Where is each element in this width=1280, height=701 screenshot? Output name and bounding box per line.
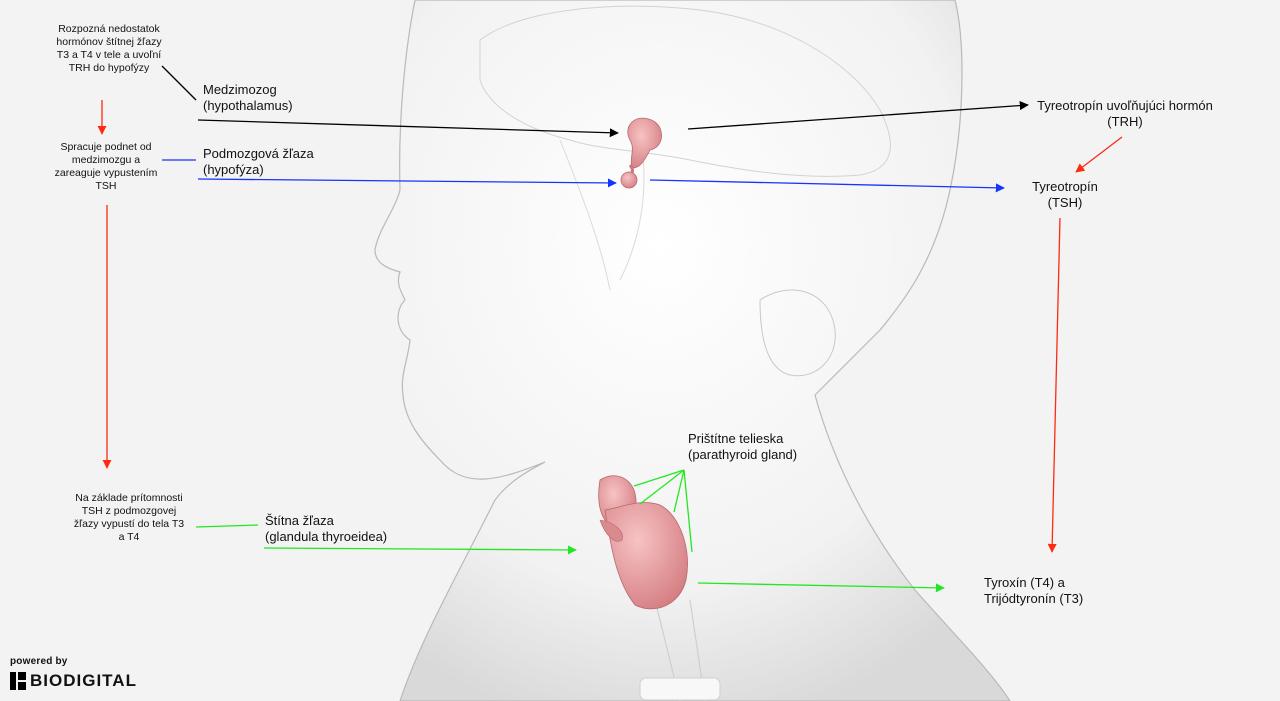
arrow-to-trh xyxy=(687,101,1029,130)
trh-abbr: (TRH) xyxy=(1107,114,1143,129)
parathyroid-pointer-2 xyxy=(639,469,685,505)
parathyroid-name: Prištítne telieska xyxy=(688,431,784,446)
arrow-to-t4t3 xyxy=(697,582,945,593)
line-note1 xyxy=(161,65,197,101)
biodigital-logo-icon xyxy=(10,672,26,690)
label-trh: Tyreotropín uvoľňujúci hormón (TRH) xyxy=(1030,98,1220,130)
hypothalamus-latin: (hypothalamus) xyxy=(203,98,293,113)
tsh-arrows xyxy=(162,159,1005,193)
parathyroid-pointer-3 xyxy=(673,469,685,513)
tsh-name: Tyreotropín xyxy=(1032,179,1098,194)
tsh-abbr: (TSH) xyxy=(1047,195,1083,210)
label-t4t3: Tyroxín (T4) a Trijódtyronín (T3) xyxy=(984,575,1083,607)
label-thyroid: Štítna žľaza (glandula thyroeidea) xyxy=(265,513,387,545)
note-step1: Rozpozná nedostatok hormónov štítnej žľa… xyxy=(56,23,162,74)
arrow-to-tsh xyxy=(649,179,1005,193)
hypothalamus-organ xyxy=(627,117,662,169)
parathyroid-pointer-4 xyxy=(683,469,693,553)
label-hypothalamus: Medzimozog (hypothalamus) xyxy=(203,82,293,114)
thyroid-name: Štítna žľaza xyxy=(265,513,334,528)
arrow-hypophysis xyxy=(197,178,617,188)
arrow-thyroid xyxy=(263,545,577,555)
hypothalamus-name: Medzimozog xyxy=(203,82,277,97)
hypophysis-latin: (hypofýza) xyxy=(203,162,264,177)
biodigital-logo-text: BIODIGITAL xyxy=(30,671,137,690)
label-tsh: Tyreotropín (TSH) xyxy=(1010,179,1120,211)
flow-arrows xyxy=(97,100,1123,553)
arrow-trh-to-tsh xyxy=(1075,136,1123,173)
label-parathyroid: Prištítne telieska (parathyroid gland) xyxy=(688,431,797,463)
biodigital-branding[interactable]: powered by BIODIGITAL xyxy=(10,656,137,691)
thyroid-arrows xyxy=(195,469,945,593)
note-step3: Na základe prítomnosti TSH z podmozgovej… xyxy=(73,492,185,543)
note-step2: Spracuje podnet od medzimozgu a zareaguj… xyxy=(54,141,158,192)
label-hypophysis: Podmozgová žľaza (hypofýza) xyxy=(203,146,314,178)
arrow-tsh-to-t4t3 xyxy=(1047,217,1061,553)
head-silhouette xyxy=(374,0,1011,701)
t4t3-line1: Tyroxín (T4) a xyxy=(984,575,1065,590)
hypophysis-name: Podmozgová žľaza xyxy=(203,146,314,161)
line-note3 xyxy=(195,524,259,528)
trh-name: Tyreotropín uvoľňujúci hormón xyxy=(1037,98,1213,113)
pituitary-organ xyxy=(620,164,638,189)
arrow-hypothalamus xyxy=(197,119,619,138)
parathyroid-latin: (parathyroid gland) xyxy=(688,447,798,462)
thyroid-latin: (glandula thyroeidea) xyxy=(265,529,388,544)
powered-by-text: powered by xyxy=(10,656,68,667)
thyroid-organ xyxy=(598,475,688,610)
trh-arrows xyxy=(161,65,1029,138)
parathyroid-pointer-1 xyxy=(633,469,685,487)
t4t3-line2: Trijódtyronín (T3) xyxy=(984,591,1084,606)
